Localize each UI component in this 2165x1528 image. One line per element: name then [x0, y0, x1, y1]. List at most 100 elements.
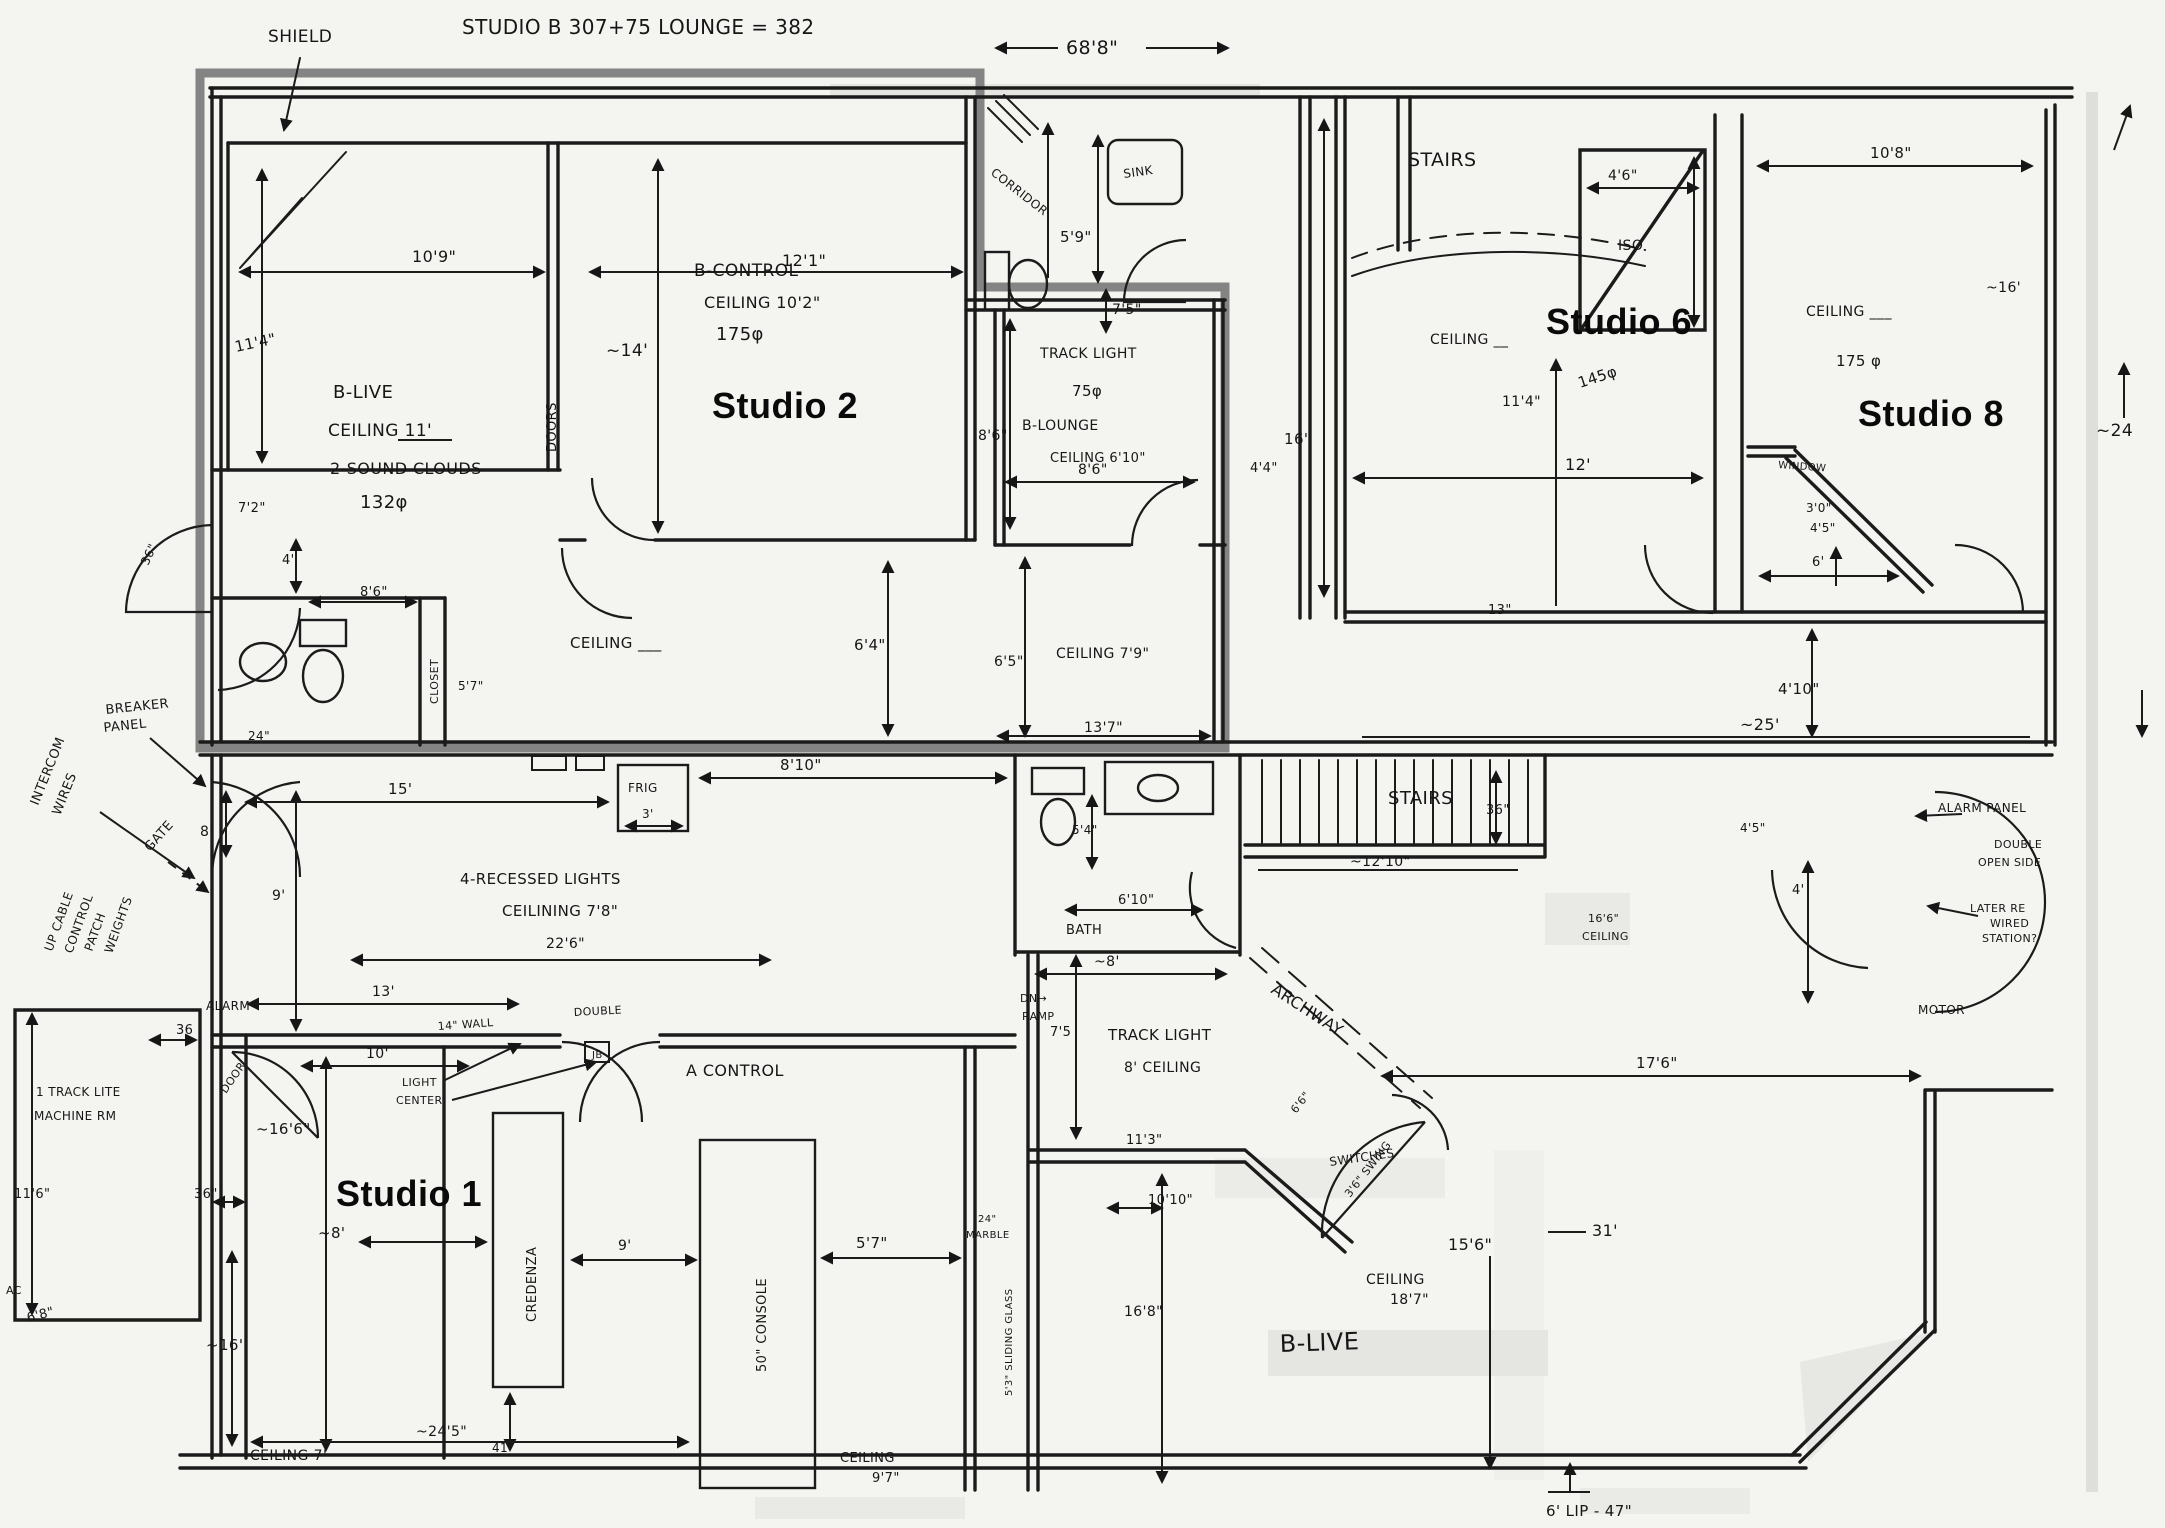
dim-16-corridor: 16' [1284, 430, 1308, 448]
studio6-ceiling: CEILING __ [1430, 332, 1509, 348]
dim-16-8: 16'8" [1124, 1304, 1163, 1320]
jb-note: JB [591, 1050, 603, 1061]
studio2-highlight-outline [195, 68, 1230, 753]
dim-6: 6' [1812, 555, 1825, 570]
marble-note-2: MARBLE [966, 1230, 1010, 1241]
dim-8-6-h: 8'6" [1078, 462, 1108, 478]
b-control-ceiling: CEILING 10'2" [704, 293, 821, 312]
dim-4-bath: 4' [282, 553, 295, 568]
dim-36-stairs: 36" [1486, 803, 1510, 818]
breaker-note-2: PANEL [103, 717, 148, 736]
studio8-ceiling: CEILING ___ [1806, 304, 1892, 320]
ac-note: AC [6, 1284, 22, 1297]
dim-31: 31' [1592, 1221, 1618, 1240]
toilet-upper-bath [238, 641, 288, 683]
stairs-upper: STAIRS [1408, 149, 1476, 171]
b-lounge-ceiling: CEILING 6'10" [1050, 451, 1146, 466]
gate-note: GATE [142, 818, 177, 855]
dim-36-machine: 36 [176, 1023, 193, 1038]
b-live-clouds: 2-SOUND CLOUDS [330, 459, 482, 478]
dim-11-6: 11'6" [14, 1187, 50, 1202]
marble-note-1: 24" [978, 1214, 997, 1225]
studio6-area: 145φ [1576, 362, 1620, 392]
dim-6-10: 6'10" [1118, 893, 1154, 908]
dim-4-5: 4'5" [1740, 821, 1766, 835]
later-note-2: WIRED [1990, 917, 2029, 930]
dim-7-5: 7'5 [1050, 1025, 1071, 1040]
frig-box [616, 763, 690, 833]
alarm-panel-note: ALARM PANEL [1938, 801, 2026, 815]
dim-36-studio1: 36" [194, 1187, 218, 1202]
dim-13-7: 13'7" [1084, 720, 1123, 736]
overall-width-dim: 68'8" [1066, 37, 1118, 59]
later-note-3: STATION? [1982, 932, 2037, 945]
dim-5-9: 5'9" [1060, 228, 1092, 246]
dim-5-4-bath: 5'4" [1072, 823, 1098, 837]
studio1-label: Studio 1 [336, 1173, 482, 1214]
dim-12: 12' [1565, 455, 1591, 474]
dim-approx16: ~16' [1986, 280, 2021, 296]
dim-15: 15' [388, 780, 412, 798]
b-control-name: B-CONTROL [694, 261, 799, 281]
fixtures [238, 138, 1215, 1490]
b-live-ceiling: CEILING 11' [328, 421, 432, 441]
motor-note: MOTOR [1918, 1003, 1965, 1017]
dim-approx8-bath: ~8' [1094, 954, 1120, 970]
dim-24-5: ~24'5" [416, 1424, 467, 1440]
studio6-11-4: 11'4" [1502, 394, 1541, 410]
dim-5-7-bath: 5'7" [458, 679, 484, 693]
dim-11-3: 11'3" [1126, 1133, 1162, 1148]
dim-24-left: 24" [248, 729, 270, 743]
b-live2-name: B-LIVE [1279, 1327, 1359, 1358]
dim-approx8: ~8' [318, 1224, 345, 1242]
archway-note: ARCHWAY [1268, 979, 1347, 1039]
hall-ceiling-1: 16'6" [1588, 912, 1619, 925]
doors-note: DOORS [545, 402, 560, 452]
dim-4-10: 4'10" [1778, 680, 1820, 698]
dim-41: 41" [492, 1441, 514, 1455]
dim-13-in: 13" [1488, 603, 1512, 618]
sink-box [1106, 138, 1184, 206]
dim-5-7: 5'7" [856, 1234, 888, 1252]
dim-approx24: ~24 [2096, 421, 2133, 441]
dim-8-6-bath: 8'6" [360, 585, 388, 600]
dim-6-8: 6'8" [25, 1305, 56, 1326]
dim-6-6-door: 6'6" [1288, 1089, 1313, 1116]
b-lounge-track: TRACK LIGHT [1039, 346, 1137, 362]
dim-4-right: 4' [1792, 883, 1805, 898]
dim-8-6-v: 8'6" [978, 428, 1008, 444]
hall-ceiling-2: CEILING [1582, 930, 1629, 943]
closet-label: CLOSET [428, 659, 441, 704]
vanity [1103, 760, 1215, 816]
stairs-hatching [1261, 759, 1529, 844]
dim-3-0: 3'0" [1806, 501, 1832, 515]
dim-6-5: 6'5" [994, 654, 1024, 670]
open-side-note: OPEN SIDE [1978, 856, 2041, 869]
credenza-box [491, 1111, 565, 1389]
a-control-ceiling-1: CEILING [840, 1451, 895, 1466]
dim-15-6: 15'6" [1448, 1235, 1492, 1254]
dim-17-6: 17'6" [1636, 1054, 1678, 1072]
b-live-name: B-LIVE [333, 382, 393, 403]
dim-10-lower: 10' [366, 1046, 389, 1062]
dim-6-4: 6'4" [854, 636, 886, 654]
light-center-2: CENTER [396, 1094, 443, 1107]
recessed-note-1: 4-RECESSED LIGHTS [460, 870, 621, 888]
walls [13, 86, 2074, 1492]
stairs-lower: STAIRS [1388, 788, 1453, 809]
b-control-area: 175φ [716, 324, 764, 345]
toilet-vestibule [1007, 258, 1049, 310]
hall-ceiling-7-9: CEILING 7'9" [1056, 646, 1149, 662]
a-control-ceiling-2: 9'7" [872, 1471, 900, 1486]
toilet-bath [1039, 797, 1077, 847]
dim-approx25: ~25' [1740, 715, 1780, 734]
dim-4-4: 4'4" [1250, 461, 1278, 476]
dim-7-2: 7'2" [238, 501, 266, 516]
recessed-note-2: CEILINING 7'8" [502, 902, 618, 920]
ramp-note: RAMP [1022, 1010, 1054, 1023]
dim-4-6: 4'6" [1608, 168, 1638, 184]
studio1-ceiling: CEILING 7' [250, 1448, 327, 1464]
b-live2-ceiling-2: 18'7" [1390, 1292, 1429, 1308]
later-note-1: LATER RE [1970, 902, 2026, 915]
